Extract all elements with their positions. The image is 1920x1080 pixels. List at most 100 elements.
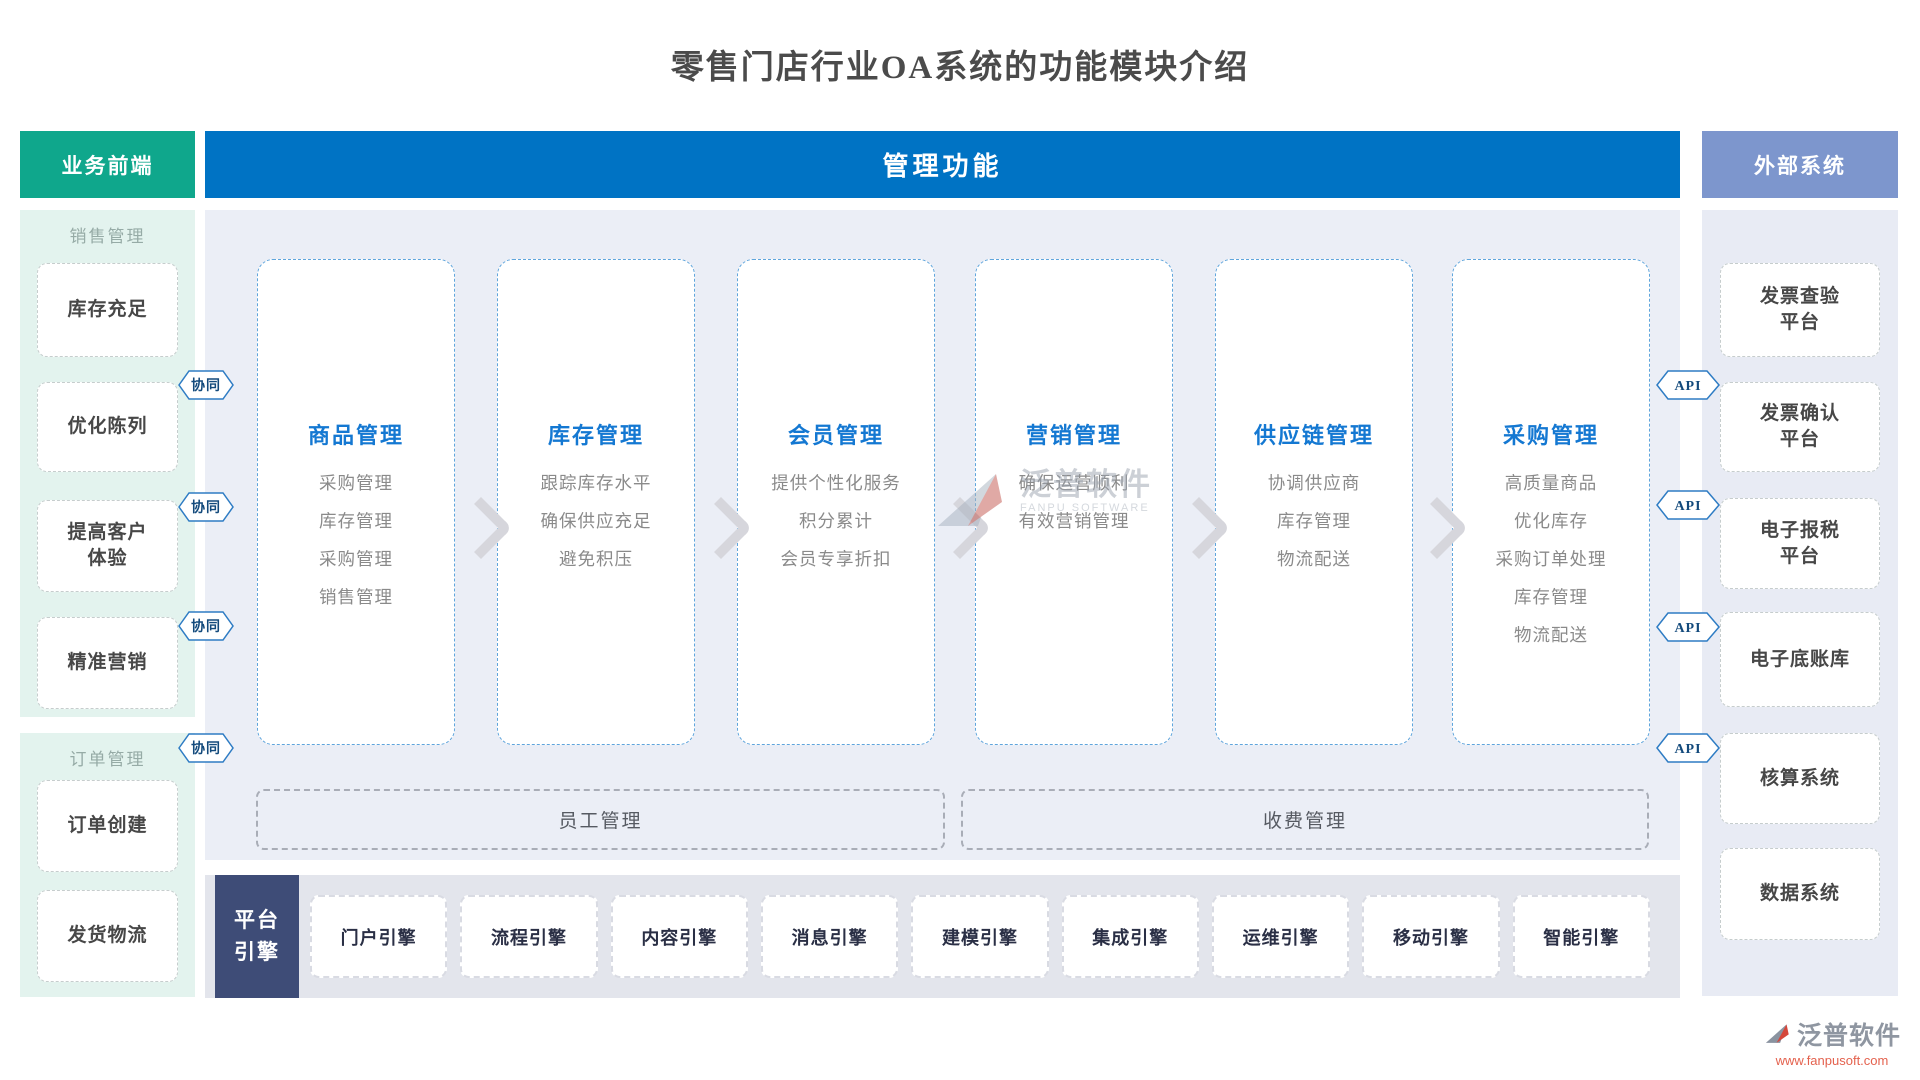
column-title: 供应链管理 bbox=[1253, 423, 1374, 448]
column-title: 库存管理 bbox=[547, 423, 644, 448]
column-member-management: 会员管理 提供个性化服务 积分累计 会员专享折扣 bbox=[737, 259, 935, 745]
box-label-line: 电子报税 bbox=[1759, 519, 1840, 541]
column-title: 商品管理 bbox=[307, 423, 404, 448]
box-label-line: 平台 bbox=[1779, 312, 1820, 333]
column-item: 库存管理 bbox=[1514, 587, 1588, 607]
api-badge-icon: API bbox=[1656, 612, 1720, 642]
column-item: 确保运营顺利 bbox=[1018, 473, 1130, 493]
column-item: 采购订单处理 bbox=[1495, 549, 1607, 569]
column-title: 采购管理 bbox=[1502, 423, 1599, 448]
engine-box-message: 消息引擎 bbox=[760, 895, 899, 978]
box-label: 核算系统 bbox=[1759, 767, 1840, 789]
column-inventory-management: 库存管理 跟踪库存水平 确保供应充足 避免积压 bbox=[497, 259, 695, 745]
box-label: 收费管理 bbox=[1262, 811, 1347, 832]
box-label: 优化陈列 bbox=[67, 416, 148, 438]
column-item: 采购管理 bbox=[319, 549, 393, 569]
platform-engine-label: 平台引擎 bbox=[234, 908, 280, 964]
front-box-shipping-logistics: 发货物流 bbox=[37, 890, 178, 982]
collab-badge-icon: 协同 bbox=[178, 492, 234, 522]
engine-box-modeling: 建模引擎 bbox=[911, 895, 1049, 978]
engine-box-ai: 智能引擎 bbox=[1512, 895, 1650, 978]
front-box-optimize-display: 优化陈列 bbox=[37, 382, 178, 472]
column-item: 采购管理 bbox=[319, 473, 393, 493]
column-item: 物流配送 bbox=[1277, 549, 1351, 569]
external-box-eledger: 电子底账库 bbox=[1720, 612, 1880, 707]
api-badge-icon: API bbox=[1656, 490, 1720, 520]
collab-badge-icon: 协同 bbox=[178, 370, 234, 400]
sales-management-section: 销售管理 库存充足 优化陈列 提高客户 体验 精准营销 bbox=[20, 210, 195, 717]
box-label: 员工管理 bbox=[558, 811, 643, 832]
column-product-management: 商品管理 采购管理 库存管理 采购管理 销售管理 bbox=[257, 259, 455, 745]
order-management-section: 订单管理 订单创建 发货物流 bbox=[20, 733, 195, 997]
section-label: 销售管理 bbox=[69, 227, 146, 246]
external-box-data-system: 数据系统 bbox=[1720, 848, 1880, 940]
box-label-line: 提高客户 bbox=[67, 522, 148, 544]
column-item: 协调供应商 bbox=[1267, 473, 1361, 493]
engine-box-content: 内容引擎 bbox=[610, 895, 748, 978]
collab-badge-icon: 协同 bbox=[178, 733, 234, 763]
collab-badge-icon: 协同 bbox=[178, 611, 234, 641]
column-item: 高质量商品 bbox=[1504, 473, 1598, 493]
box-label: 精准营销 bbox=[67, 652, 148, 674]
engine-box-integration: 集成引擎 bbox=[1061, 895, 1199, 978]
column-item: 会员专享折扣 bbox=[780, 549, 892, 569]
page-title: 零售门店行业OA系统的功能模块介绍 bbox=[670, 50, 1250, 86]
front-box-customer-experience: 提高客户 体验 bbox=[37, 500, 178, 592]
external-box-accounting: 核算系统 bbox=[1720, 733, 1880, 824]
column-item: 避免积压 bbox=[559, 549, 633, 569]
api-badge-label: API bbox=[1674, 742, 1701, 757]
api-badge-label: API bbox=[1674, 499, 1701, 514]
column-item: 跟踪库存水平 bbox=[540, 473, 652, 493]
engine-box-ops: 运维引擎 bbox=[1211, 895, 1350, 978]
api-badge-icon: API bbox=[1656, 733, 1720, 763]
collab-badge-label: 协同 bbox=[191, 377, 221, 394]
footer-logo-url: www.fanpusoft.com bbox=[1775, 1053, 1889, 1068]
box-label: 库存充足 bbox=[67, 299, 148, 321]
external-box-invoice-check: 发票查验 平台 bbox=[1720, 263, 1880, 357]
box-label: 发货物流 bbox=[67, 925, 148, 947]
column-title: 营销管理 bbox=[1025, 423, 1122, 448]
column-item: 库存管理 bbox=[319, 511, 393, 531]
box-label-line: 发票确认 bbox=[1759, 403, 1840, 425]
engine-box-portal: 门户引擎 bbox=[310, 895, 448, 978]
api-badge-icon: API bbox=[1656, 370, 1720, 400]
column-marketing-management: 营销管理 确保运营顺利 有效营销管理 bbox=[975, 259, 1173, 745]
column-item: 提供个性化服务 bbox=[771, 473, 901, 493]
collab-badge-label: 协同 bbox=[191, 618, 221, 635]
fanpu-logo-icon bbox=[1765, 1024, 1789, 1043]
main-panel-header: 管理功能 bbox=[205, 131, 1680, 198]
column-item: 库存管理 bbox=[1277, 511, 1351, 531]
footer-logo-name: 泛普软件 bbox=[1796, 1023, 1901, 1050]
section-label: 订单管理 bbox=[69, 750, 146, 769]
api-badge-label: API bbox=[1674, 379, 1701, 394]
fee-management-box: 收费管理 bbox=[961, 789, 1649, 850]
footer-logo: 泛普软件 www.fanpusoft.com bbox=[1752, 1016, 1912, 1068]
column-item: 有效营销管理 bbox=[1018, 511, 1130, 531]
external-box-etax: 电子报税 平台 bbox=[1720, 498, 1880, 589]
column-supply-chain-management: 供应链管理 协调供应商 库存管理 物流配送 bbox=[1215, 259, 1413, 745]
box-label-line: 发票查验 bbox=[1759, 286, 1840, 308]
external-box-invoice-confirm: 发票确认 平台 bbox=[1720, 382, 1880, 472]
engine-box-workflow: 流程引擎 bbox=[460, 895, 598, 978]
front-box-inventory-sufficient: 库存充足 bbox=[37, 263, 178, 357]
column-item: 优化库存 bbox=[1514, 511, 1588, 531]
front-box-order-create: 订单创建 bbox=[37, 780, 178, 872]
right-panel-header: 外部系统 bbox=[1702, 131, 1898, 198]
column-item: 物流配送 bbox=[1514, 625, 1588, 645]
box-label-line: 平台 bbox=[1779, 545, 1820, 567]
engine-box-mobile: 移动引擎 bbox=[1362, 895, 1500, 978]
collab-badge-label: 协同 bbox=[191, 499, 221, 516]
box-label: 订单创建 bbox=[67, 815, 148, 837]
column-item: 销售管理 bbox=[319, 587, 393, 607]
box-label-line: 体验 bbox=[87, 548, 128, 569]
collab-badge-label: 协同 bbox=[191, 740, 221, 757]
engine-list: 门户引擎 流程引擎 内容引擎 消息引擎 建模引擎 集成引擎 运维引擎 移动引擎 … bbox=[310, 895, 1650, 978]
column-item: 积分累计 bbox=[799, 511, 873, 531]
box-label: 数据系统 bbox=[1759, 883, 1840, 905]
box-label: 电子底账库 bbox=[1749, 648, 1850, 670]
front-box-precision-marketing: 精准营销 bbox=[37, 617, 178, 709]
api-badge-label: API bbox=[1674, 621, 1701, 636]
column-item: 确保供应充足 bbox=[540, 511, 652, 531]
platform-engine-block: 平台引擎 bbox=[215, 875, 299, 998]
column-title: 会员管理 bbox=[787, 423, 884, 448]
